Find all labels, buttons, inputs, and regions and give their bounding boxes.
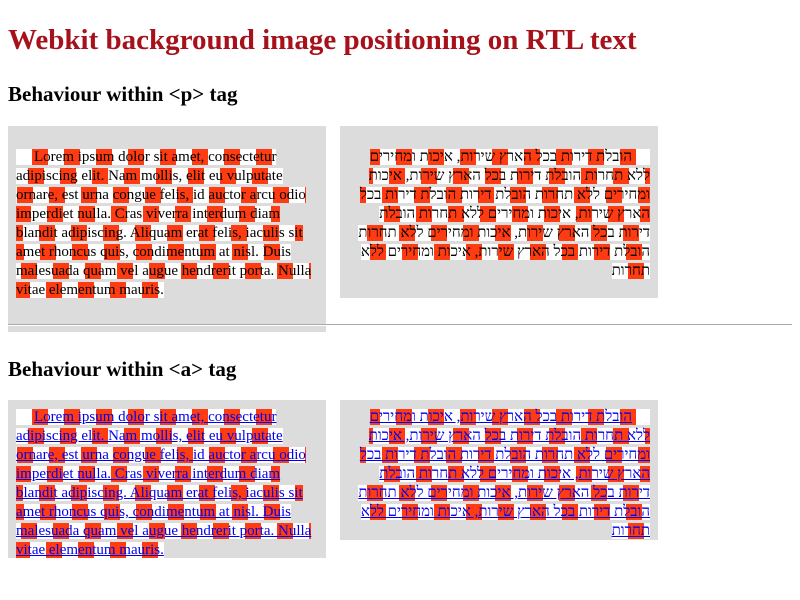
- hebrew-text: הובלת דירות בכל הארץ שירות, איכות ומחירי…: [358, 149, 650, 279]
- p-tag-ltr-box: Lorem ipsum dolor sit amet, consectetur …: [8, 126, 326, 332]
- p-tag-rtl-paragraph: הובלת דירות בכל הארץ שירות, איכות ומחירי…: [348, 148, 650, 281]
- a-tag-ltr-container: Lorem ipsum dolor sit amet, consectetur …: [16, 408, 318, 560]
- p-tag-rtl-box: הובלת דירות בכל הארץ שירות, איכות ומחירי…: [340, 126, 658, 298]
- p-tag-ltr-paragraph: Lorem ipsum dolor sit amet, consectetur …: [16, 148, 318, 300]
- page-title: Webkit background image positioning on R…: [8, 24, 637, 56]
- hebrew-link-text[interactable]: הובלת דירות בכל הארץ שירות, איכות ומחירי…: [358, 409, 650, 539]
- section-heading-a-tag: Behaviour within <a> tag: [8, 357, 237, 381]
- a-tag-ltr-box: Lorem ipsum dolor sit amet, consectetur …: [8, 400, 326, 558]
- latin-link-text[interactable]: Lorem ipsum dolor sit amet, consectetur …: [16, 409, 312, 558]
- latin-text: Lorem ipsum dolor sit amet, consectetur …: [16, 149, 312, 298]
- a-tag-rtl-box: הובלת דירות בכל הארץ שירות, איכות ומחירי…: [340, 400, 658, 540]
- a-tag-ltr-link[interactable]: Lorem ipsum dolor sit amet, consectetur …: [16, 409, 312, 558]
- a-tag-rtl-container: הובלת דירות בכל הארץ שירות, איכות ומחירי…: [348, 408, 650, 541]
- section-heading-p-tag: Behaviour within <p> tag: [8, 82, 238, 106]
- p-tag-ltr-background-span: Lorem ipsum dolor sit amet, consectetur …: [16, 149, 312, 298]
- a-tag-rtl-link[interactable]: הובלת דירות בכל הארץ שירות, איכות ומחירי…: [358, 409, 650, 539]
- section-divider: [8, 324, 792, 326]
- p-tag-rtl-background-span: הובלת דירות בכל הארץ שירות, איכות ומחירי…: [358, 149, 650, 279]
